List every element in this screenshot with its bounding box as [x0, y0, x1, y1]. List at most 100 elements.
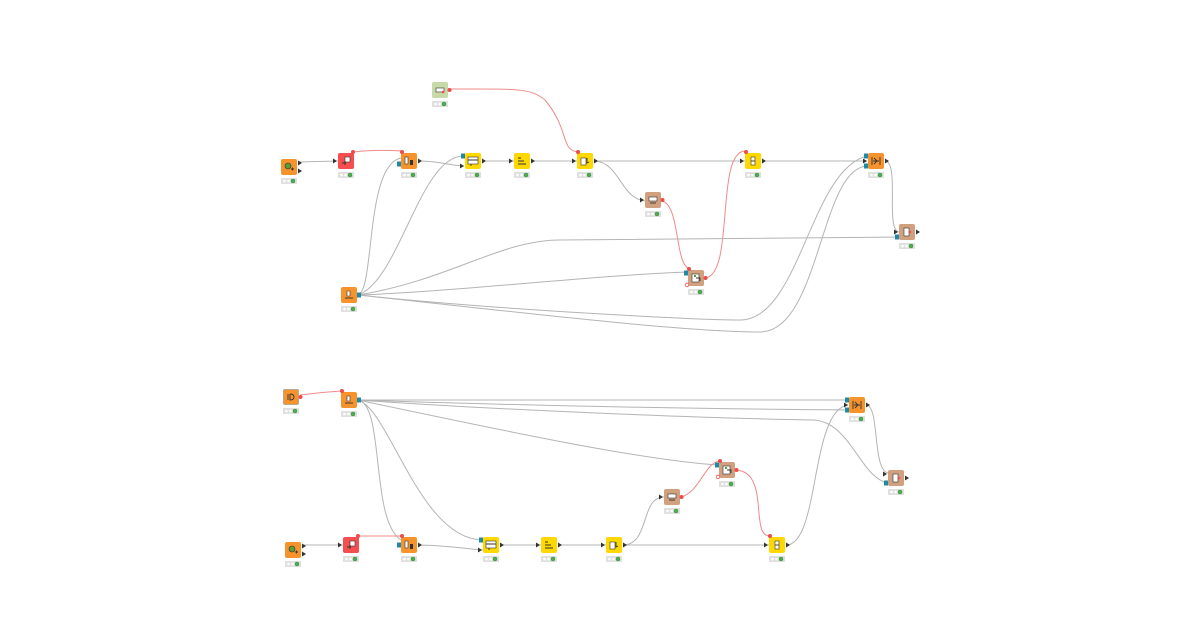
- input-port-db[interactable]: [845, 407, 849, 413]
- node-string-manipulation[interactable]: [536, 537, 562, 562]
- data-connection-m2-m10[interactable]: [357, 399, 484, 541]
- node-table-creator[interactable]: [285, 542, 306, 567]
- node-row-filter[interactable]: [333, 150, 355, 178]
- input-port-db[interactable]: [895, 234, 899, 240]
- data-connection-m12-m6[interactable]: [622, 496, 665, 546]
- node-joiner[interactable]: [460, 153, 486, 178]
- output-port[interactable]: [762, 158, 766, 164]
- node-column-filter[interactable]: [397, 534, 422, 562]
- flow-variable-connection-n7-n6[interactable]: [449, 88, 579, 153]
- output-port[interactable]: [786, 542, 790, 548]
- data-connection-m2-m5[interactable]: [357, 399, 719, 466]
- node-rule-engine[interactable]: [601, 537, 627, 562]
- flow-variable-input-port[interactable]: [744, 150, 748, 154]
- flow-variable-connection-n8-n9[interactable]: [661, 200, 690, 269]
- output-port[interactable]: [500, 542, 504, 548]
- flow-variable-input-port[interactable]: [718, 459, 722, 463]
- data-connection-n13-n12[interactable]: [357, 236, 900, 296]
- output-port[interactable]: [302, 543, 306, 549]
- output-port-db[interactable]: [357, 397, 361, 403]
- data-connection-n13-n11b[interactable]: [357, 165, 868, 333]
- input-port[interactable]: [863, 158, 867, 164]
- flow-variable-connection-n9-n10[interactable]: [704, 150, 746, 279]
- input-port[interactable]: [536, 542, 540, 548]
- flow-variable-input-port[interactable]: [687, 267, 691, 271]
- output-port[interactable]: [302, 551, 306, 557]
- node-body[interactable]: [401, 537, 417, 553]
- input-port[interactable]: [844, 402, 848, 408]
- node-row-filter[interactable]: [338, 534, 360, 562]
- output-port[interactable]: [418, 158, 422, 164]
- input-port[interactable]: [509, 158, 513, 164]
- input-port-db[interactable]: [845, 397, 849, 403]
- input-port-db[interactable]: [884, 480, 888, 486]
- output-port[interactable]: [916, 229, 920, 235]
- data-connection-n13-n3[interactable]: [357, 157, 402, 296]
- input-port-db[interactable]: [864, 153, 868, 159]
- input-port-db[interactable]: [397, 161, 401, 167]
- flow-variable-output-port[interactable]: [703, 276, 708, 280]
- flow-variable-input-port[interactable]: [340, 389, 344, 393]
- flow-variable-output-port[interactable]: [447, 88, 452, 92]
- flow-variable-input-port[interactable]: [400, 534, 404, 538]
- input-port[interactable]: [572, 158, 576, 164]
- output-port[interactable]: [298, 160, 302, 166]
- output-port[interactable]: [885, 158, 889, 164]
- data-connection-n13-n9[interactable]: [357, 271, 688, 296]
- data-connection-n6-n8[interactable]: [593, 160, 646, 202]
- node-loop-end[interactable]: [883, 470, 909, 495]
- output-port[interactable]: [531, 158, 535, 164]
- input-port-db[interactable]: [461, 153, 465, 159]
- node-joiner[interactable]: [478, 537, 504, 562]
- flow-variable-output-port[interactable]: [351, 150, 355, 154]
- flow-variable-hidden-port[interactable]: [684, 282, 690, 288]
- node-file-reader[interactable]: [341, 287, 361, 312]
- input-port-db[interactable]: [715, 462, 719, 468]
- output-port[interactable]: [418, 542, 422, 548]
- input-port[interactable]: [333, 158, 337, 164]
- flow-variable-output-port[interactable]: [298, 395, 303, 399]
- output-port[interactable]: [558, 542, 562, 548]
- node-file-reader[interactable]: [340, 389, 361, 417]
- node-concatenate[interactable]: [844, 397, 870, 422]
- node-chunk-loop[interactable]: [715, 459, 739, 487]
- input-port-db[interactable]: [479, 537, 483, 543]
- output-port[interactable]: [594, 158, 598, 164]
- input-port-db[interactable]: [684, 270, 688, 276]
- flow-variable-output-port[interactable]: [356, 534, 360, 538]
- input-port[interactable]: [601, 542, 605, 548]
- node-loop-start[interactable]: [659, 489, 684, 514]
- output-port[interactable]: [298, 168, 302, 174]
- data-connection-m2-m3b[interactable]: [357, 399, 849, 411]
- node-table-creator[interactable]: [281, 159, 302, 184]
- flow-variable-output-port[interactable]: [734, 468, 739, 472]
- flow-variable-input-port[interactable]: [576, 150, 580, 154]
- output-port[interactable]: [905, 475, 909, 481]
- node-cell-replacer[interactable]: [764, 534, 790, 562]
- output-port-db[interactable]: [357, 292, 361, 298]
- node-loop-start[interactable]: [640, 192, 665, 217]
- data-connection-m3-m4[interactable]: [865, 404, 889, 474]
- flow-variable-input-port[interactable]: [400, 150, 404, 154]
- node-concatenate[interactable]: [863, 153, 889, 178]
- output-port[interactable]: [866, 402, 870, 408]
- flow-variable-input-port[interactable]: [768, 534, 772, 538]
- input-port-db[interactable]: [397, 542, 401, 548]
- input-port[interactable]: [338, 542, 342, 548]
- data-connection-m13-m3[interactable]: [785, 404, 849, 546]
- input-port[interactable]: [764, 542, 768, 548]
- data-connection-n1-n2[interactable]: [298, 160, 339, 163]
- data-connection-m9-m10[interactable]: [417, 544, 484, 551]
- node-cell-replacer[interactable]: [740, 150, 766, 178]
- input-port[interactable]: [460, 163, 464, 169]
- input-port[interactable]: [894, 229, 898, 235]
- input-port[interactable]: [883, 471, 887, 477]
- data-connection-m2-m9[interactable]: [357, 399, 402, 541]
- node-column-filter[interactable]: [397, 150, 422, 178]
- input-port[interactable]: [478, 547, 482, 553]
- flow-variable-connection-m1-m2[interactable]: [299, 390, 342, 396]
- input-port[interactable]: [740, 158, 744, 164]
- node-string-manipulation[interactable]: [509, 153, 535, 178]
- output-port[interactable]: [482, 158, 486, 164]
